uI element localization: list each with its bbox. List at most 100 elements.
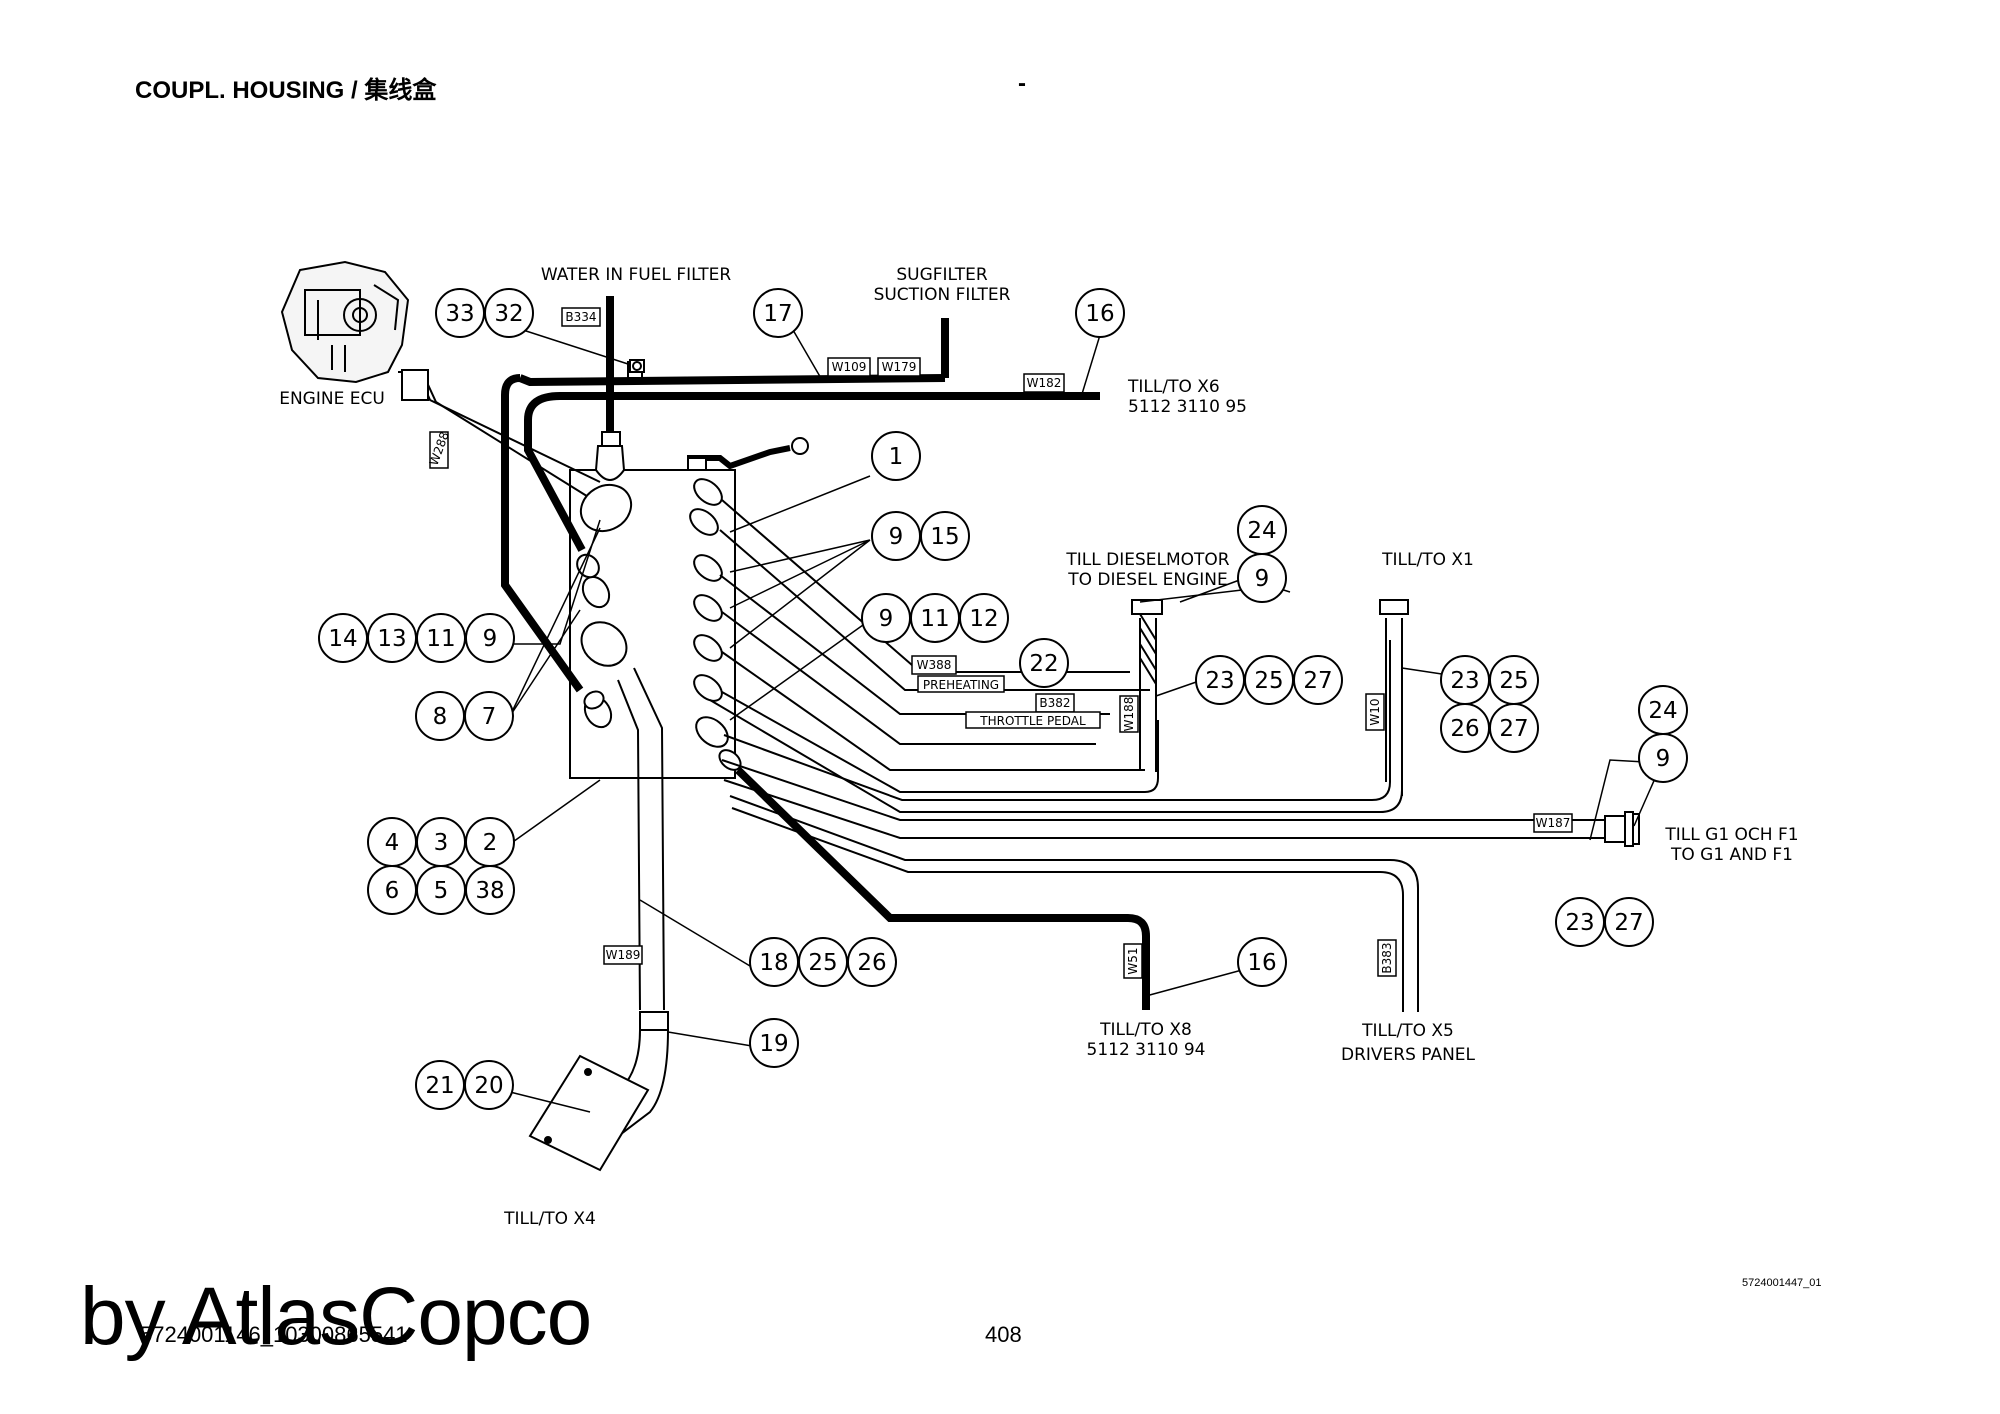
balloon-number: 21	[425, 1073, 454, 1099]
label-till-x8: TILL/TO X8	[1099, 1020, 1192, 1040]
balloon-number: 23	[1450, 668, 1479, 694]
label-sugfilter: SUGFILTER	[896, 265, 987, 285]
label-till-x6: TILL/TO X6	[1127, 377, 1220, 397]
balloon-number: 25	[1499, 668, 1528, 694]
balloon-circle	[1293, 655, 1343, 705]
x1-cable	[1379, 599, 1409, 796]
heavy-cable-top	[501, 296, 1100, 693]
balloon-circle	[484, 288, 534, 338]
label-preheating: PREHEATING	[923, 678, 999, 692]
balloon-number: 19	[759, 1031, 788, 1057]
balloon-number: 11	[426, 626, 455, 652]
balloon-number: 12	[969, 606, 998, 632]
balloon-circle	[847, 937, 897, 987]
balloon-number: 23	[1565, 910, 1594, 936]
balloon-number: 32	[494, 301, 523, 327]
balloon-circle	[465, 865, 515, 915]
tag-w189: W189	[606, 948, 641, 962]
balloon-circle	[464, 1060, 514, 1110]
label-till-g1-och-f1: TILL G1 OCH F1	[1664, 825, 1798, 845]
balloon-number: 16	[1247, 950, 1276, 976]
label-x8-part: 5112 3110 94	[1087, 1040, 1206, 1060]
tag-w51: W51	[1126, 947, 1140, 974]
label-till-x4: TILL/TO X4	[503, 1209, 596, 1229]
balloon-circle	[1075, 288, 1125, 338]
balloon-circle	[465, 613, 515, 663]
balloon-circle	[1237, 937, 1287, 987]
tag-boxes	[429, 307, 1573, 979]
balloon-circle	[753, 288, 803, 338]
engine-ecu-drawing	[280, 260, 410, 384]
g1-f1-connector	[1604, 811, 1640, 847]
balloon-number: 26	[857, 950, 886, 976]
balloon-number: 27	[1614, 910, 1643, 936]
balloon-number: 7	[482, 704, 497, 730]
watermark-by-atlascopco: by AtlasCopco	[80, 1271, 592, 1362]
tag-w187: W187	[1536, 816, 1571, 830]
balloon-number: 18	[759, 950, 788, 976]
balloon-circle	[871, 431, 921, 481]
tag-w388: W388	[917, 658, 952, 672]
balloon-number: 5	[434, 878, 449, 904]
label-to-diesel-engine: TO DIESEL ENGINE	[1067, 570, 1228, 590]
label-x6-part: 5112 3110 95	[1128, 397, 1247, 417]
tag-w109: W109	[832, 360, 867, 374]
label-throttle-pedal: THROTTLE PEDAL	[979, 714, 1086, 728]
housing-left-connectors	[576, 483, 633, 729]
document-id: 5724001146_10300865541	[140, 1322, 408, 1347]
balloon-number: 24	[1247, 518, 1276, 544]
balloon-number: 15	[930, 524, 959, 550]
balloon-number: 27	[1303, 668, 1332, 694]
label-to-g1-and-f1: TO G1 AND F1	[1670, 845, 1793, 865]
clamp-b334	[629, 359, 645, 373]
balloon-number: 20	[474, 1073, 503, 1099]
balloon-number: 24	[1648, 698, 1677, 724]
balloon-number: 9	[1656, 746, 1671, 772]
tag-w182: W182	[1027, 376, 1062, 390]
balloon-number: 1	[889, 444, 904, 470]
label-till-dieselmotor: TILL DIESELMOTOR	[1065, 550, 1229, 570]
balloon-number: 9	[889, 524, 904, 550]
label-water-in-fuel-filter: WATER IN FUEL FILTER	[541, 265, 732, 285]
balloon-number: 17	[763, 301, 792, 327]
balloon-number: 38	[475, 878, 504, 904]
balloon-circle	[1019, 638, 1069, 688]
tag-b383: B383	[1380, 942, 1394, 973]
tag-w179: W179	[882, 360, 917, 374]
balloon-number: 14	[328, 626, 357, 652]
balloon-number: 33	[445, 301, 474, 327]
label-till-x5: TILL/TO X5	[1361, 1021, 1454, 1041]
balloon-number: 22	[1029, 651, 1058, 677]
balloon-number: 13	[377, 626, 406, 652]
balloon-number: 6	[385, 878, 400, 904]
diesel-engine-cable	[1131, 599, 1163, 772]
header-dash: -	[1018, 70, 1026, 97]
balloon-circle	[464, 691, 514, 741]
header-title: COUPL. HOUSING / 集线盒	[135, 77, 437, 104]
label-drivers-panel: DRIVERS PANEL	[1341, 1045, 1476, 1065]
balloon-circle	[920, 511, 970, 561]
label-engine-ecu: ENGINE ECU	[279, 389, 385, 409]
balloon-circle	[1237, 553, 1287, 603]
tag-w188: W188	[1122, 697, 1136, 732]
balloon-number: 26	[1450, 716, 1479, 742]
tag-w10: W10	[1368, 698, 1382, 725]
balloon-circle	[1638, 733, 1688, 783]
balloon-number: 2	[483, 830, 498, 856]
heavy-cable-w51	[735, 767, 1150, 1010]
label-till-x1: TILL/TO X1	[1381, 550, 1474, 570]
balloon-number: 8	[433, 704, 448, 730]
balloon-circle	[959, 593, 1009, 643]
balloon-number: 25	[808, 950, 837, 976]
balloon-number: 9	[1255, 566, 1270, 592]
balloon-number: 9	[879, 606, 894, 632]
tag-b334: B334	[565, 310, 596, 324]
balloon-number: 25	[1254, 668, 1283, 694]
tag-b382: B382	[1039, 696, 1070, 710]
balloon-number: 3	[434, 830, 449, 856]
harness-lines	[709, 499, 1605, 1012]
label-suction-filter: SUCTION FILTER	[874, 285, 1011, 305]
cable-w189	[528, 667, 669, 1172]
